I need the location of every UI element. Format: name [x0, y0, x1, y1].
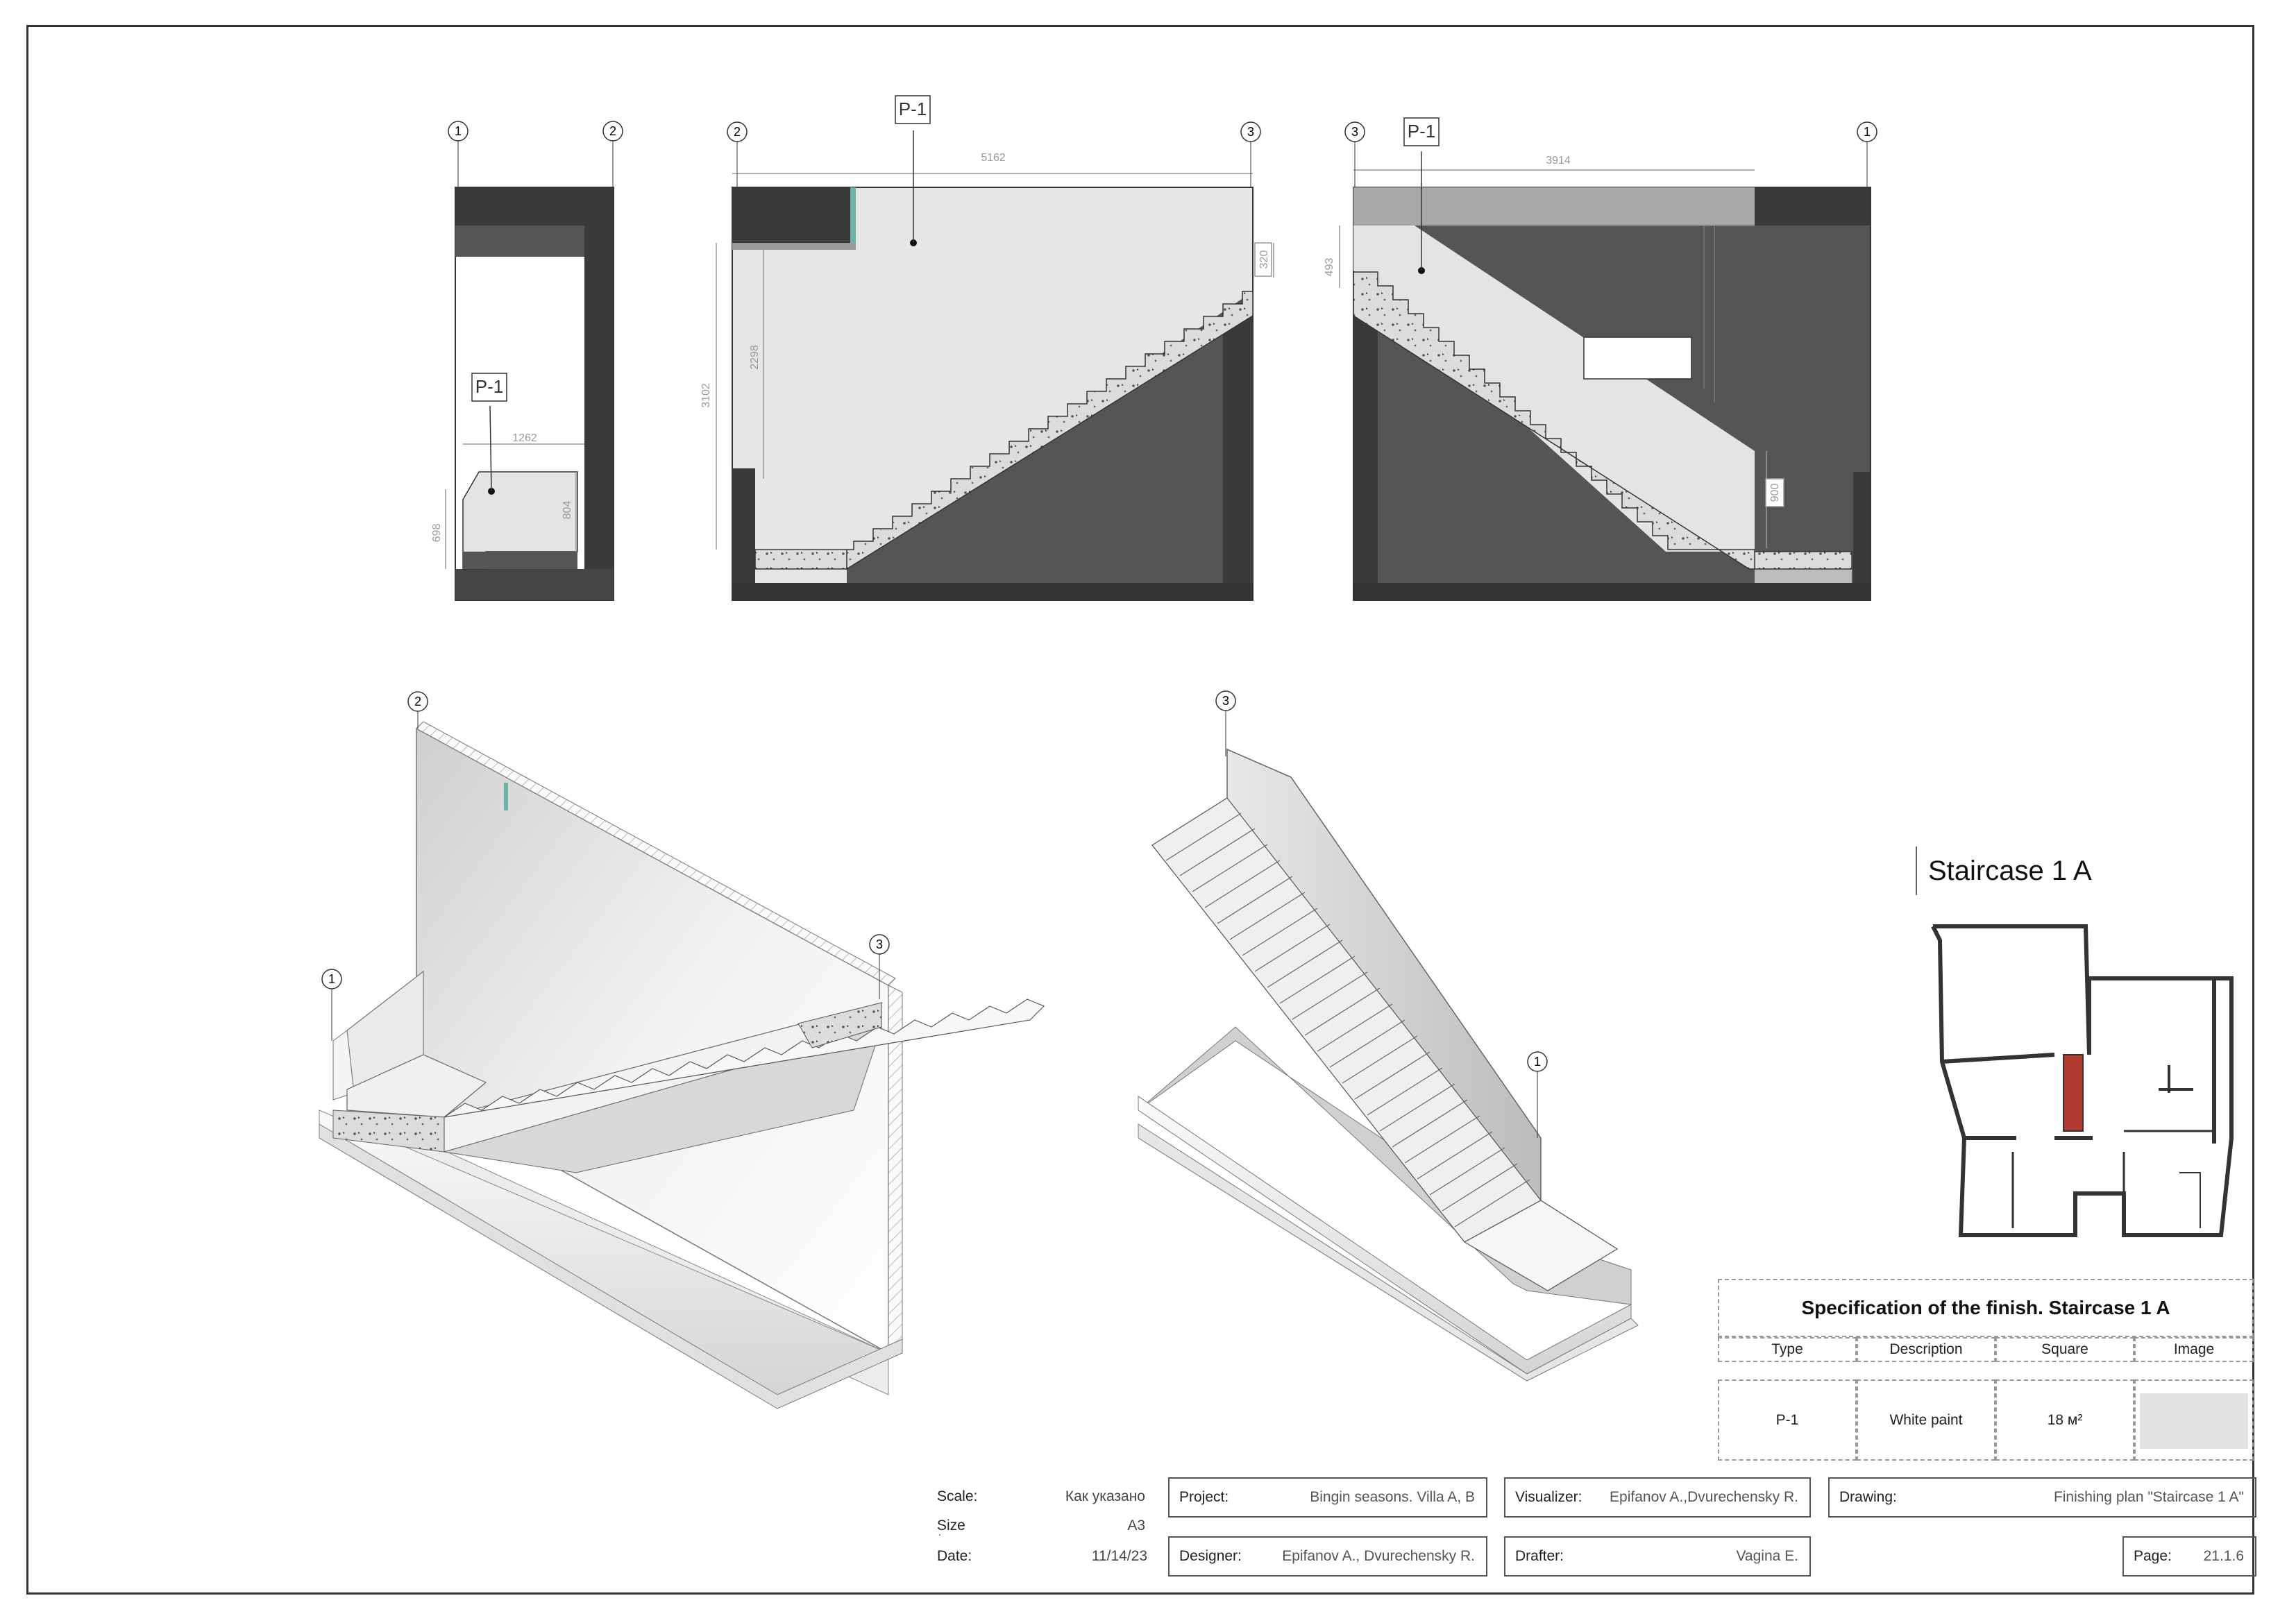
date-label: Date: [937, 1548, 972, 1564]
spec-header-description: Description [1889, 1341, 1963, 1357]
spec-row-cell [1857, 1379, 1995, 1461]
svg-text:5162: 5162 [981, 152, 1006, 164]
size-value: A3 [1127, 1518, 1145, 1533]
svg-text:P-1: P-1 [475, 376, 503, 397]
spec-header-square: Square [2041, 1341, 2088, 1357]
spec-header-image: Image [2173, 1341, 2215, 1357]
grid-tag-iso1-a: 2 [407, 691, 428, 729]
iso1-stair-treads [444, 999, 1045, 1118]
iso2-stair-flight [1151, 797, 1619, 1291]
drafter-label: Drafter: [1515, 1548, 1564, 1564]
spec-header-cell [1857, 1337, 1995, 1362]
svg-text:2: 2 [414, 695, 421, 708]
svg-text:3: 3 [1247, 125, 1254, 139]
svg-text:2298: 2298 [749, 345, 761, 370]
designer-label: Designer: [1179, 1548, 1242, 1564]
spec-table: Specification of the finish. Staircase 1… [1718, 1279, 2254, 1461]
grid-tag-iso2-b: 1 [1527, 1051, 1548, 1138]
drawing-label: Drawing: [1839, 1489, 1897, 1505]
svg-text:2: 2 [609, 124, 616, 138]
drafter-value: Vagina E. [1736, 1548, 1798, 1564]
finish-tag-e3: P-1 [1403, 117, 1440, 146]
designer-value: Epifanov A., Dvurechensky R. [1282, 1548, 1475, 1564]
stair-profile-e2 [754, 291, 1253, 570]
finish-tag-e1: P-1 [471, 373, 507, 402]
elevation-2 [716, 130, 1274, 601]
stair-profile-e3 [1353, 271, 1852, 570]
project-field: Project: Bingin seasons. Villa A, B [1168, 1477, 1487, 1518]
svg-text:2: 2 [734, 125, 741, 139]
key-plan [1931, 924, 2234, 1237]
dimension-labels: 1262 698 804 5162 3102 2298 320 3914 493… [431, 152, 1781, 542]
svg-text:698: 698 [431, 524, 443, 543]
size-label: Size [937, 1518, 965, 1533]
svg-text:3: 3 [1351, 125, 1358, 139]
grid-tag-e2-right: 3 [1240, 121, 1261, 187]
spec-cell-type: P-1 [1775, 1411, 1799, 1428]
isometric-view-1 [319, 721, 1045, 1409]
svg-text:493: 493 [1324, 258, 1335, 277]
svg-text:P-1: P-1 [1408, 121, 1435, 142]
grid-tag-e1-left: 1 [448, 121, 469, 187]
svg-text:804: 804 [562, 501, 573, 520]
spec-header-cell [2134, 1337, 2254, 1362]
scale-label: Scale: [937, 1488, 978, 1504]
project-value: Bingin seasons. Villa A, B [1310, 1489, 1475, 1505]
svg-text:1: 1 [1534, 1055, 1541, 1069]
page-field: Page: 21.1.6 [2122, 1536, 2256, 1577]
grid-tag-e3-right: 1 [1857, 121, 1877, 187]
grid-tags: 1 2 2 3 3 1 2 1 3 3 1 [321, 121, 1877, 1138]
svg-text:3: 3 [1222, 694, 1229, 708]
drawing-value: Finishing plan "Staircase 1 A" [2053, 1489, 2244, 1505]
page-label: Page: [2134, 1548, 2172, 1564]
sheet-title: Staircase 1 A [1916, 847, 2092, 895]
elevation-1 [445, 187, 614, 601]
grid-tag-iso1-c: 3 [869, 934, 890, 999]
svg-text:900: 900 [1769, 484, 1781, 502]
spec-row-cell [2134, 1379, 2254, 1461]
grid-tag-iso2-a: 3 [1215, 690, 1236, 756]
svg-text:1: 1 [1864, 125, 1871, 139]
svg-text:1: 1 [455, 124, 462, 138]
svg-text:3914: 3914 [1546, 155, 1571, 167]
visualizer-label: Visualizer: [1515, 1489, 1582, 1505]
grid-tag-e3-left: 3 [1344, 121, 1365, 187]
isometric-view-2 [1138, 748, 1639, 1382]
page-value: 21.1.6 [2203, 1548, 2244, 1564]
grid-tag-e2-left: 2 [727, 121, 748, 187]
elevation-3 [1339, 151, 1871, 601]
spec-title-box [1718, 1279, 2254, 1337]
spec-header-cell [1995, 1337, 2134, 1362]
svg-text:3102: 3102 [700, 383, 712, 408]
drafter-field: Drafter: Vagina E. [1504, 1536, 1811, 1577]
spec-cell-description: White paint [1889, 1411, 1963, 1428]
svg-text:1: 1 [328, 972, 335, 986]
sheet-border [26, 25, 2254, 1595]
grid-tag-iso1-b: 1 [321, 969, 342, 1041]
designer-field: Designer: Epifanov A., Dvurechensky R. [1168, 1536, 1487, 1577]
visualizer-field: Visualizer: Epifanov A.,Dvurechensky R. [1504, 1477, 1811, 1518]
spec-header-type: Type [1771, 1341, 1803, 1357]
spec-cell-image-swatch [2140, 1393, 2248, 1449]
date-value: 11/14/23 [1091, 1548, 1147, 1564]
svg-text:3: 3 [876, 937, 883, 951]
spec-header-cell [1718, 1337, 1857, 1362]
svg-text:320: 320 [1258, 250, 1270, 269]
svg-text:P-1: P-1 [899, 99, 927, 119]
project-label: Project: [1179, 1489, 1229, 1505]
spec-title: Specification of the finish. Staircase 1… [1801, 1297, 2170, 1318]
spec-cell-square: 18 м² [2047, 1411, 2083, 1428]
finish-tag-e2: P-1 [895, 95, 931, 124]
drawing-field: Drawing: Finishing plan "Staircase 1 A" [1828, 1477, 2256, 1518]
scale-value: Как указано [1065, 1488, 1145, 1504]
size-dot: . [938, 1527, 941, 1538]
visualizer-value: Epifanov A.,Dvurechensky R. [1610, 1489, 1798, 1505]
grid-tag-e1-right: 2 [602, 121, 623, 187]
spec-row-cell [1995, 1379, 2134, 1461]
svg-text:1262: 1262 [512, 432, 537, 444]
spec-row-cell [1718, 1379, 1857, 1461]
